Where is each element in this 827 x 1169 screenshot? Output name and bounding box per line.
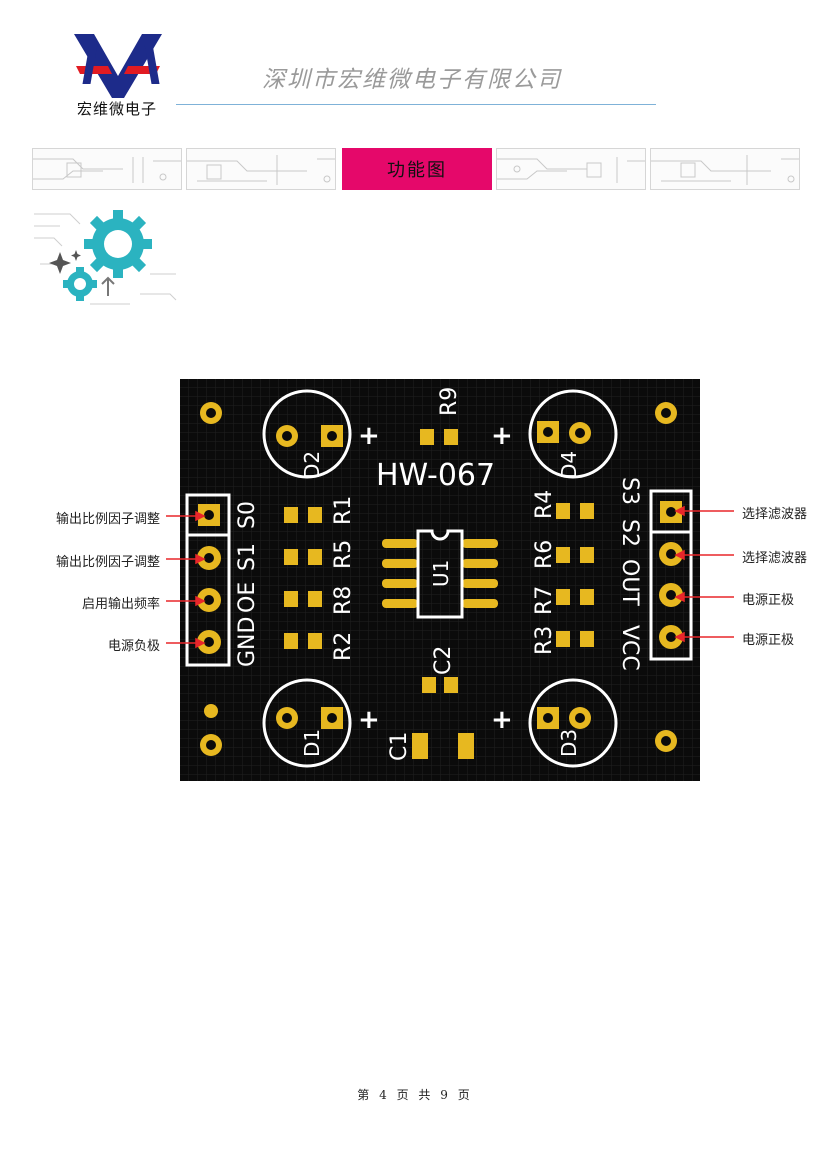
capacitor-label-c1: C1 <box>387 732 412 761</box>
resistor-label-r9: R9 <box>437 387 462 416</box>
pin-label-out: OUT <box>617 559 642 606</box>
pin-label-gnd: GND <box>235 617 260 667</box>
pcb-board-image: + + + + D2 D4 D1 D3 R9 HW-067 S0 <box>180 379 700 781</box>
page-number: 4 <box>379 1088 387 1102</box>
pin-label-s3: S3 <box>617 477 642 505</box>
pin-label-vcc: VCC <box>617 625 642 671</box>
total-prefix: 共 <box>418 1088 431 1102</box>
led-label-d2: D2 <box>300 451 324 479</box>
company-logo <box>68 30 168 120</box>
resistor-label-r5: R5 <box>331 540 356 569</box>
resistor-label-r2: R2 <box>331 632 356 661</box>
plus-sign: + <box>491 705 513 735</box>
callout-s2: 选择滤波器 <box>742 551 808 566</box>
capacitor-label-c2: C2 <box>431 646 456 675</box>
pin-label-s0: S0 <box>235 501 260 529</box>
callout-gnd: 电源负极 <box>107 639 160 654</box>
page-word: 页 <box>396 1088 409 1102</box>
circuit-pattern-tile <box>186 148 336 190</box>
callout-oe: 启用输出频率 <box>81 597 160 612</box>
led-label-d4: D4 <box>557 451 581 479</box>
company-name: 深圳市宏维微电子有限公司 <box>262 67 562 93</box>
callout-s3: 选择滤波器 <box>742 507 808 522</box>
pin-label-oe: OE <box>235 582 260 613</box>
page-prefix: 第 <box>357 1088 370 1102</box>
section-title: 功能图 <box>342 148 492 190</box>
resistor-label-r3: R3 <box>532 626 557 655</box>
logo-text: 宏维微电子 <box>76 100 157 118</box>
page-footer: 第 4 页 共 9 页 <box>0 1086 827 1103</box>
callout-s0: 输出比例因子调整 <box>55 512 160 527</box>
callout-vcc: 电源正极 <box>742 633 795 648</box>
callout-out: 电源正极 <box>742 593 795 608</box>
total-pages: 9 <box>440 1088 448 1102</box>
gears-illustration <box>30 204 180 314</box>
section-banner: 功能图 <box>32 148 802 190</box>
chip-label-u1: U1 <box>429 560 453 587</box>
pin-label-s1: S1 <box>235 543 260 571</box>
led-label-d1: D1 <box>300 729 324 757</box>
resistor-label-r4: R4 <box>532 490 557 519</box>
circuit-pattern-tile <box>650 148 800 190</box>
resistor-label-r8: R8 <box>331 586 356 615</box>
circuit-pattern-tile <box>496 148 646 190</box>
plus-sign: + <box>491 421 513 451</box>
callout-s1: 输出比例因子调整 <box>55 555 160 570</box>
resistor-label-r6: R6 <box>532 540 557 569</box>
pin-label-s2: S2 <box>617 519 642 547</box>
resistor-label-r7: R7 <box>532 586 557 615</box>
total-word: 页 <box>457 1088 470 1102</box>
resistor-label-r1: R1 <box>331 496 356 525</box>
plus-sign: + <box>358 705 380 735</box>
plus-sign: + <box>358 421 380 451</box>
circuit-pattern-tile <box>32 148 182 190</box>
led-label-d3: D3 <box>557 729 581 757</box>
board-model: HW-067 <box>376 458 495 493</box>
header-divider <box>176 104 656 105</box>
